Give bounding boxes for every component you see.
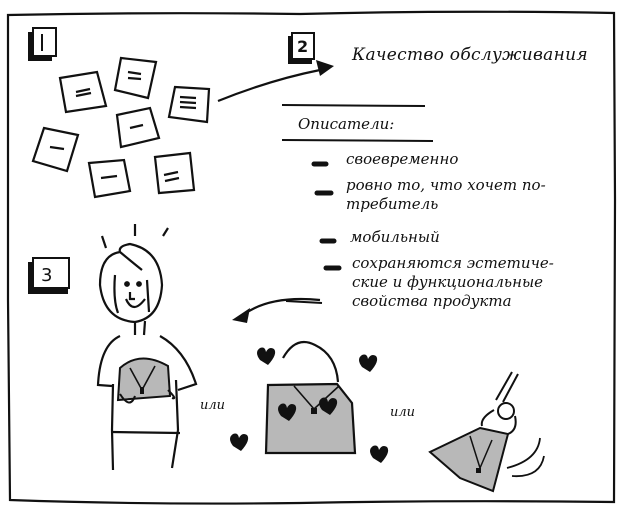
or-label: или — [200, 398, 226, 413]
diagram-frame: 2 3 — [6, 10, 617, 505]
happy-person — [96, 224, 198, 471]
descriptor-item: своевременно — [346, 150, 459, 168]
descriptor-item: мобильный — [350, 228, 440, 246]
descriptors-heading: Описатели: — [298, 115, 395, 133]
or-label: или — [390, 405, 416, 420]
step-2-badge: 2 — [288, 32, 315, 64]
sticky-notes — [31, 56, 211, 199]
descriptor-item: ровно то, что хочет по- требитель — [346, 176, 546, 213]
frame-border — [6, 10, 617, 505]
step-1-badge — [28, 27, 57, 61]
step-3-badge: 3 — [28, 257, 70, 294]
divider-bottom — [281, 139, 434, 142]
svg-text:2: 2 — [297, 37, 308, 56]
svg-text:3: 3 — [41, 265, 52, 286]
descriptor-item: сохраняются эстетиче- ские и функциональ… — [352, 254, 554, 310]
swinging-bag — [428, 371, 545, 493]
hearts — [230, 347, 389, 463]
bag-with-hearts — [264, 340, 357, 455]
arrow-1-to-2 — [217, 68, 321, 103]
quality-title: Качество обслуживания — [352, 45, 588, 65]
divider-top — [281, 104, 426, 107]
bullets — [311, 161, 342, 271]
